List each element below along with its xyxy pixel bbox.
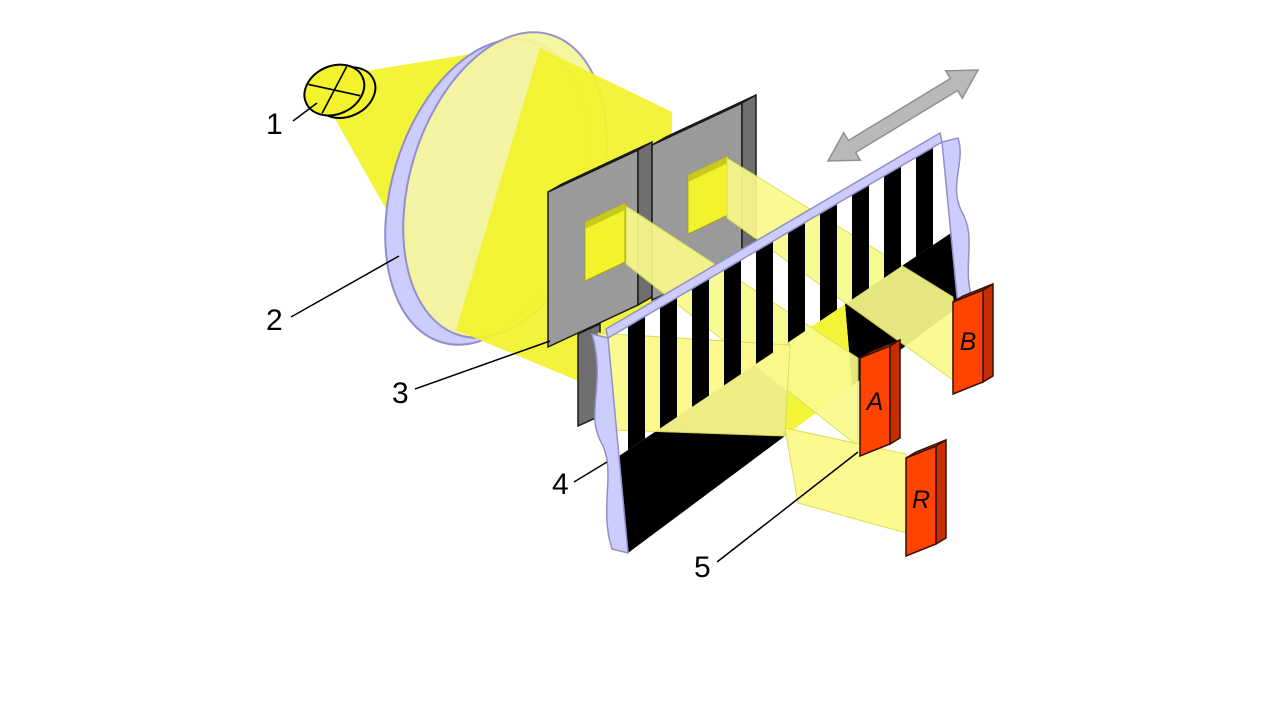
callout-1-light-source: 1	[266, 108, 283, 141]
detector-a: A	[859, 338, 901, 458]
callout-5-detector: 5	[694, 551, 711, 584]
callout-lines	[290, 102, 859, 563]
callout-4-code-scale: 4	[552, 468, 569, 501]
callout-line-1	[292, 102, 318, 122]
scanning-mask	[547, 93, 757, 428]
detector-r-side	[935, 438, 947, 546]
direction-arrow-icon	[826, 69, 980, 162]
callout-2-lens: 2	[266, 304, 283, 337]
callout-3-mask: 3	[392, 377, 409, 410]
callout-line-4	[573, 461, 608, 483]
detector-b-front	[952, 288, 984, 396]
detector-r-front	[905, 444, 937, 558]
photodetectors: A B R	[859, 282, 994, 558]
detector-b-label: B	[960, 328, 977, 356]
detector-a-label: A	[865, 388, 884, 416]
detector-b-side	[982, 282, 994, 384]
scale-film-edges	[590, 131, 976, 554]
detector-a-front	[859, 344, 891, 458]
callout-line-3	[414, 340, 551, 390]
callout-line-2	[290, 255, 400, 318]
detector-r-label: R	[912, 486, 930, 514]
detector-r: R	[905, 438, 947, 558]
mask-aperture-left-bevel	[585, 203, 625, 229]
callout-numbers: 1 2 3 4 5	[266, 108, 711, 584]
light-bulb-icon	[303, 63, 377, 119]
scale-left-torn-edge	[590, 332, 629, 554]
mask-aperture-right-bevel	[688, 156, 728, 182]
scale-right-torn-edge	[941, 137, 976, 308]
callout-line-5	[716, 451, 859, 563]
detector-a-side	[889, 338, 901, 446]
bulb-filament-cross-2	[321, 66, 348, 114]
detector-b: B	[952, 282, 994, 396]
